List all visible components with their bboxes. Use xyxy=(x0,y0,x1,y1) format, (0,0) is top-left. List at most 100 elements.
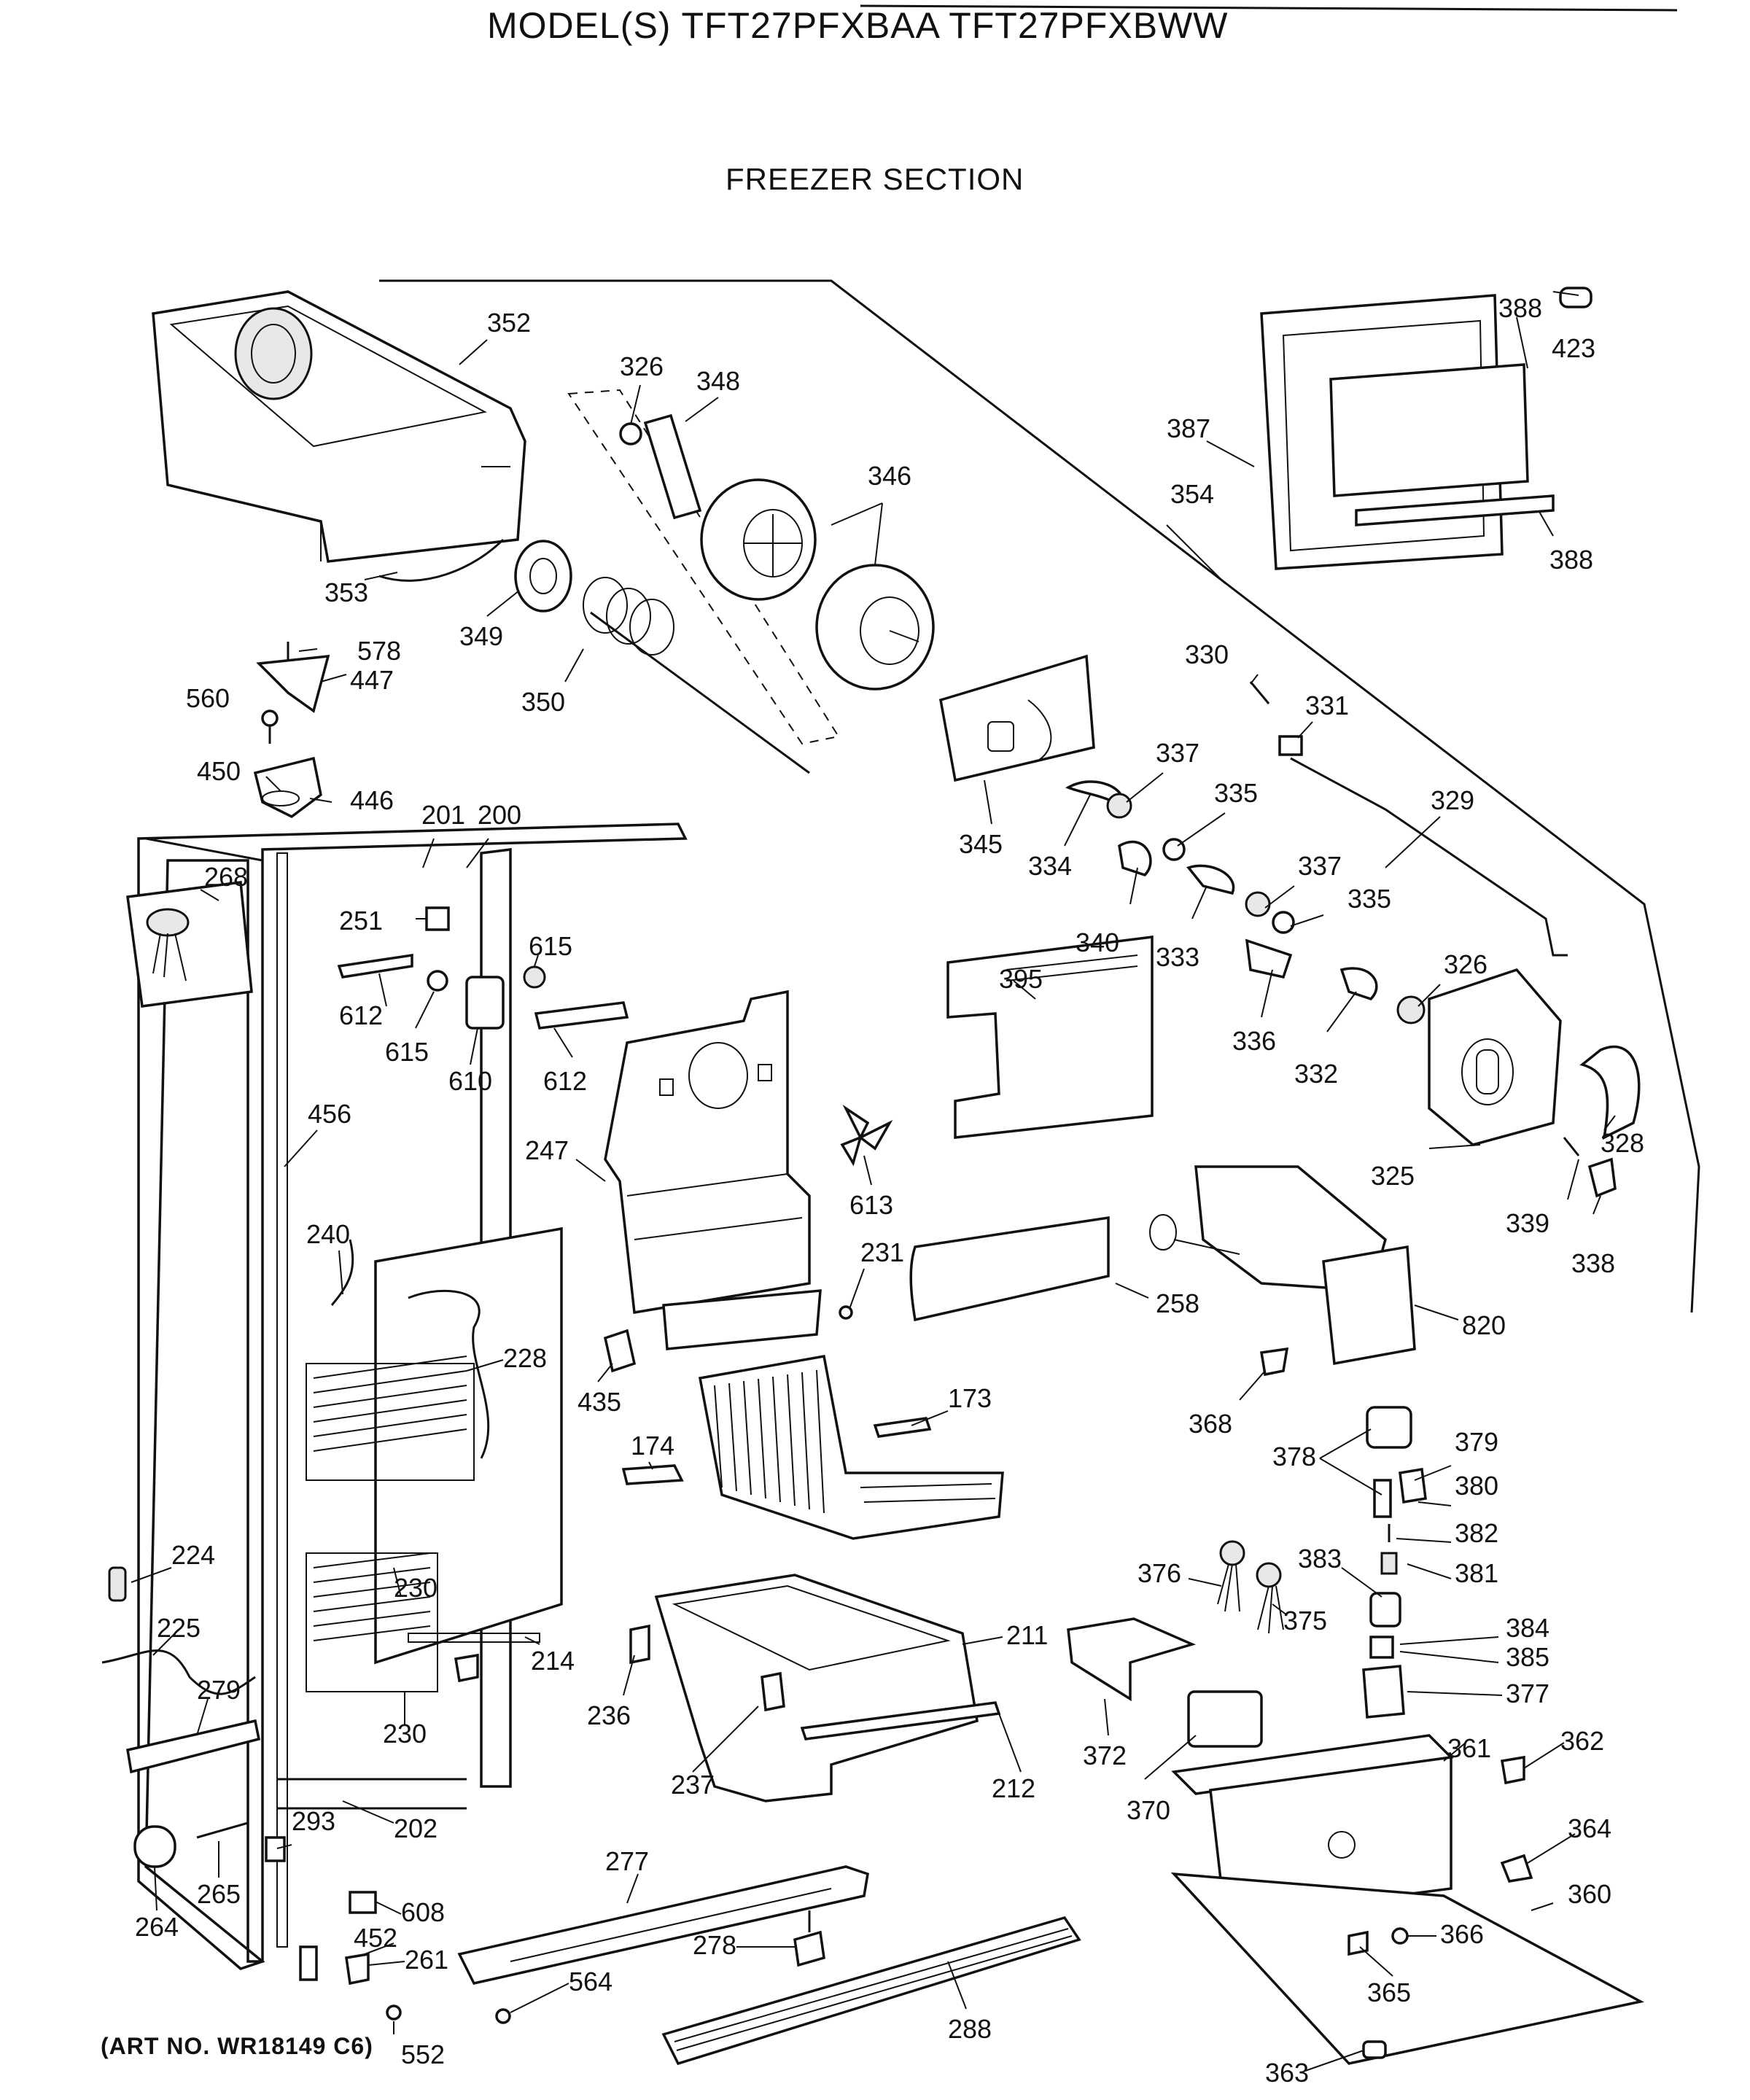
callout: 331 xyxy=(1305,691,1349,720)
part-326-a xyxy=(619,422,642,446)
callout: 383 xyxy=(1298,1544,1342,1574)
callout: 339 xyxy=(1506,1208,1549,1238)
callout: 335 xyxy=(1348,884,1391,914)
callout: 334 xyxy=(1028,851,1072,881)
callout: 330 xyxy=(1185,639,1229,669)
part-336 xyxy=(1245,938,1293,979)
callout: 387 xyxy=(1167,413,1210,443)
callout: 552 xyxy=(401,2039,445,2069)
title-rule xyxy=(860,4,1678,12)
part-384 xyxy=(1369,1636,1394,1659)
callout: 384 xyxy=(1506,1613,1549,1643)
part-237 xyxy=(761,1671,785,1712)
fan-shroud-247 xyxy=(604,989,811,1315)
callout: 564 xyxy=(569,1967,612,1996)
part-368 xyxy=(1259,1347,1289,1377)
callout: 277 xyxy=(605,1846,649,1876)
callout: 247 xyxy=(525,1135,569,1165)
part-338 xyxy=(1587,1157,1617,1198)
callout: 372 xyxy=(1083,1741,1127,1770)
crusher-346 xyxy=(700,478,935,691)
callout: 381 xyxy=(1455,1558,1498,1588)
part-278 xyxy=(793,1930,825,1967)
callout: 326 xyxy=(1444,949,1488,979)
callout: 332 xyxy=(1294,1059,1338,1089)
cover-372 xyxy=(1067,1617,1197,1702)
callout: 578 xyxy=(357,636,401,666)
callout: 288 xyxy=(948,2014,992,2044)
screw-564 xyxy=(495,2008,511,2024)
part-375 xyxy=(1256,1562,1282,1588)
callout: 378 xyxy=(1272,1442,1316,1471)
part-435 xyxy=(603,1329,637,1373)
callout: 610 xyxy=(448,1066,492,1096)
leader-202 xyxy=(342,1800,394,1824)
motor-370 xyxy=(1187,1690,1263,1748)
callout: 228 xyxy=(503,1343,547,1373)
callout: 340 xyxy=(1076,928,1119,957)
leader-lines xyxy=(131,291,1616,2072)
callout: 388 xyxy=(1549,545,1593,575)
callout: 435 xyxy=(578,1387,621,1417)
callout: 450 xyxy=(197,756,241,786)
tray-360 xyxy=(1170,1872,1645,2065)
part-348 xyxy=(643,413,702,520)
callout: 230 xyxy=(383,1719,427,1749)
callout: 382 xyxy=(1455,1518,1498,1548)
callout: 615 xyxy=(529,931,572,961)
callout: 224 xyxy=(171,1540,215,1570)
plate-345 xyxy=(938,654,1095,782)
callout: 338 xyxy=(1571,1248,1615,1278)
callout: 612 xyxy=(339,1000,383,1030)
callout: 380 xyxy=(1455,1471,1498,1501)
callout: 211 xyxy=(1006,1620,1048,1650)
part-383 xyxy=(1369,1592,1401,1628)
callout: 240 xyxy=(306,1219,350,1249)
callout: 612 xyxy=(543,1066,587,1096)
housing-354 xyxy=(379,279,1700,1313)
tube-225 xyxy=(101,1649,256,1695)
part-340 xyxy=(1118,840,1152,877)
callout: 212 xyxy=(992,1773,1035,1803)
callout: 214 xyxy=(531,1646,575,1676)
callout: 446 xyxy=(350,785,394,815)
callout: 236 xyxy=(587,1700,631,1730)
screw-231 xyxy=(839,1305,853,1320)
part-366 xyxy=(1391,1927,1409,1945)
fan-blade-613 xyxy=(840,1104,893,1167)
part-349 xyxy=(514,540,572,612)
callout: 251 xyxy=(339,906,383,936)
part-251 xyxy=(425,906,450,931)
callout: 362 xyxy=(1560,1726,1604,1756)
callout: 379 xyxy=(1455,1427,1498,1457)
callout: 388 xyxy=(1498,293,1542,323)
callout: 328 xyxy=(1601,1128,1644,1158)
callout: 333 xyxy=(1156,942,1199,972)
spring-330 xyxy=(1249,681,1270,704)
callout: 353 xyxy=(324,578,368,607)
part-333 xyxy=(1186,864,1235,895)
callout: 608 xyxy=(401,1897,445,1927)
bracket-612-a xyxy=(337,953,413,979)
art-number: (ART NO. WR18149 C6) xyxy=(101,2033,373,2059)
callout: 329 xyxy=(1431,785,1474,815)
dispenser-door-387 xyxy=(1260,294,1555,570)
bracket-361 xyxy=(1171,1734,1454,1919)
callout: 395 xyxy=(999,964,1043,994)
callout: 326 xyxy=(620,351,664,381)
part-363 xyxy=(1362,2040,1387,2059)
part-608 xyxy=(349,1891,377,1914)
part-230-b xyxy=(454,1653,479,1683)
callout: 325 xyxy=(1371,1161,1415,1191)
bin-211 xyxy=(654,1574,1001,1802)
evaporator-228 xyxy=(306,1226,563,1692)
callout: 365 xyxy=(1367,1978,1411,2007)
callout: 360 xyxy=(1568,1879,1611,1909)
callout: 268 xyxy=(204,862,248,892)
part-446 xyxy=(253,756,322,819)
part-362 xyxy=(1500,1755,1525,1785)
callout: 560 xyxy=(186,683,230,713)
callout: 452 xyxy=(354,1923,397,1953)
